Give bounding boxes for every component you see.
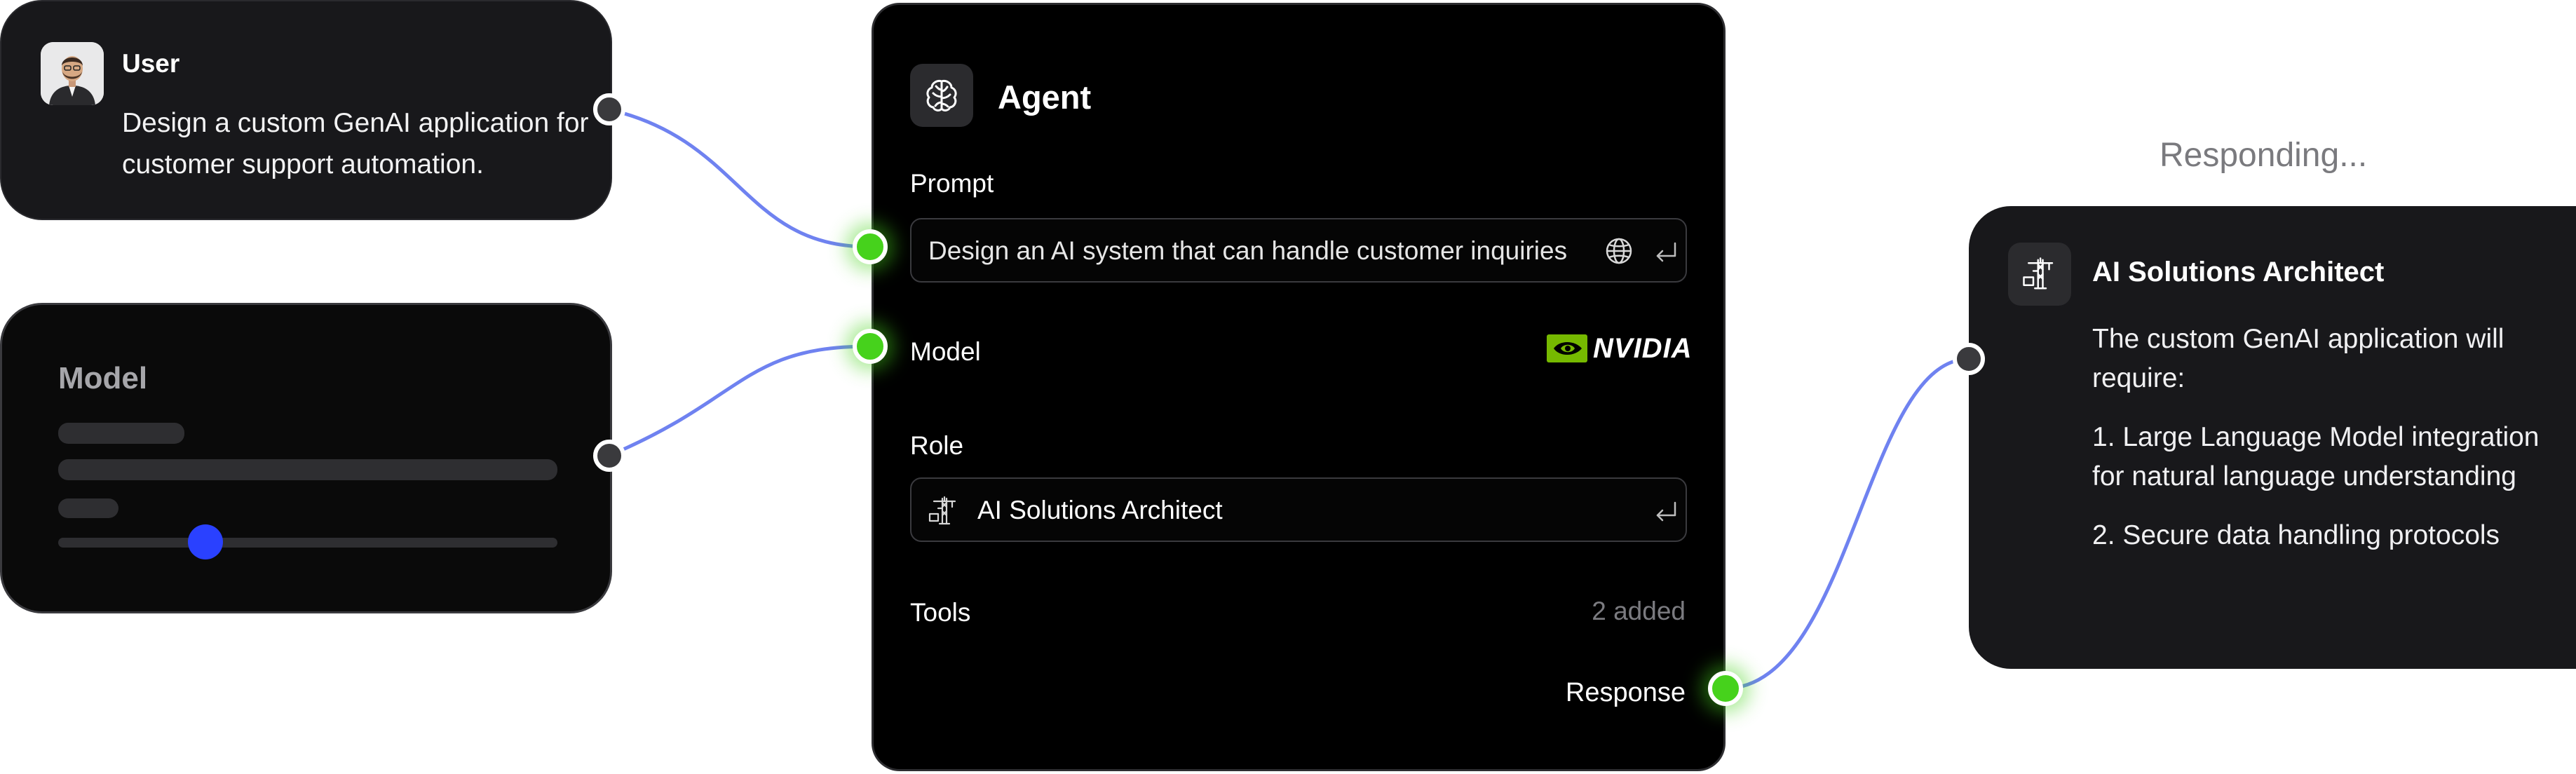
tools-label: Tools: [910, 598, 971, 627]
user-message-card[interactable]: User Design a custom GenAI application f…: [0, 0, 612, 220]
wire-model-to-agent-model: [608, 344, 870, 458]
model-card-title: Model: [58, 361, 148, 395]
role-input[interactable]: AI Solutions Architect: [910, 477, 1687, 542]
tools-count[interactable]: 2 added: [1592, 597, 1686, 625]
brain-icon: [910, 64, 973, 127]
prompt-label: Prompt: [910, 169, 994, 198]
response-card[interactable]: AI Solutions Architect The custom GenAI …: [1969, 206, 2576, 669]
skeleton-line: [58, 423, 184, 444]
role-label: Role: [910, 431, 964, 460]
model-slider-track[interactable]: [58, 538, 557, 548]
user-name: User: [122, 49, 180, 78]
nvidia-logo-icon: [1547, 334, 1587, 362]
model-card[interactable]: Model: [0, 303, 612, 613]
enter-icon[interactable]: [1652, 497, 1680, 525]
model-input-port[interactable]: [853, 329, 888, 364]
model-slider-thumb[interactable]: [188, 524, 223, 559]
response-title: AI Solutions Architect: [2092, 257, 2385, 287]
architect-crane-icon: [928, 496, 956, 525]
model-label: Model: [910, 337, 981, 366]
model-brand-name: NVIDIA: [1593, 333, 1693, 364]
agent-card[interactable]: Agent Prompt Design an AI system that ca…: [872, 3, 1726, 771]
architect-crane-icon: [2008, 243, 2071, 306]
prompt-input-value[interactable]: Design an AI system that can handle cust…: [928, 236, 1568, 265]
response-paragraph: 2. Secure data handling protocols: [2092, 520, 2500, 550]
user-message-text: Design a custom GenAI application for cu…: [122, 108, 589, 179]
responding-status: Responding...: [2160, 137, 2368, 174]
user-avatar: [41, 42, 104, 105]
globe-icon[interactable]: [1603, 235, 1635, 267]
skeleton-line: [58, 459, 557, 480]
wire-user-to-prompt: [608, 107, 870, 249]
prompt-input-port[interactable]: [853, 229, 888, 264]
response-input-port[interactable]: [1953, 343, 1985, 375]
role-input-value[interactable]: AI Solutions Architect: [977, 496, 1223, 524]
enter-icon[interactable]: [1652, 238, 1680, 266]
prompt-input[interactable]: Design an AI system that can handle cust…: [910, 218, 1687, 283]
skeleton-line: [58, 498, 118, 518]
response-paragraph: 1. Large Language Model integration for …: [2092, 422, 2540, 491]
response-label: Response: [1565, 678, 1686, 707]
wire-response-to-output: [1724, 357, 1970, 691]
agent-title: Agent: [998, 79, 1092, 116]
response-paragraph: The custom GenAI application will requir…: [2092, 324, 2504, 393]
response-output-port[interactable]: [1708, 671, 1743, 706]
response-body: The custom GenAI application will requir…: [2092, 320, 2541, 575]
model-output-port[interactable]: [593, 440, 625, 472]
user-output-port[interactable]: [593, 93, 625, 125]
